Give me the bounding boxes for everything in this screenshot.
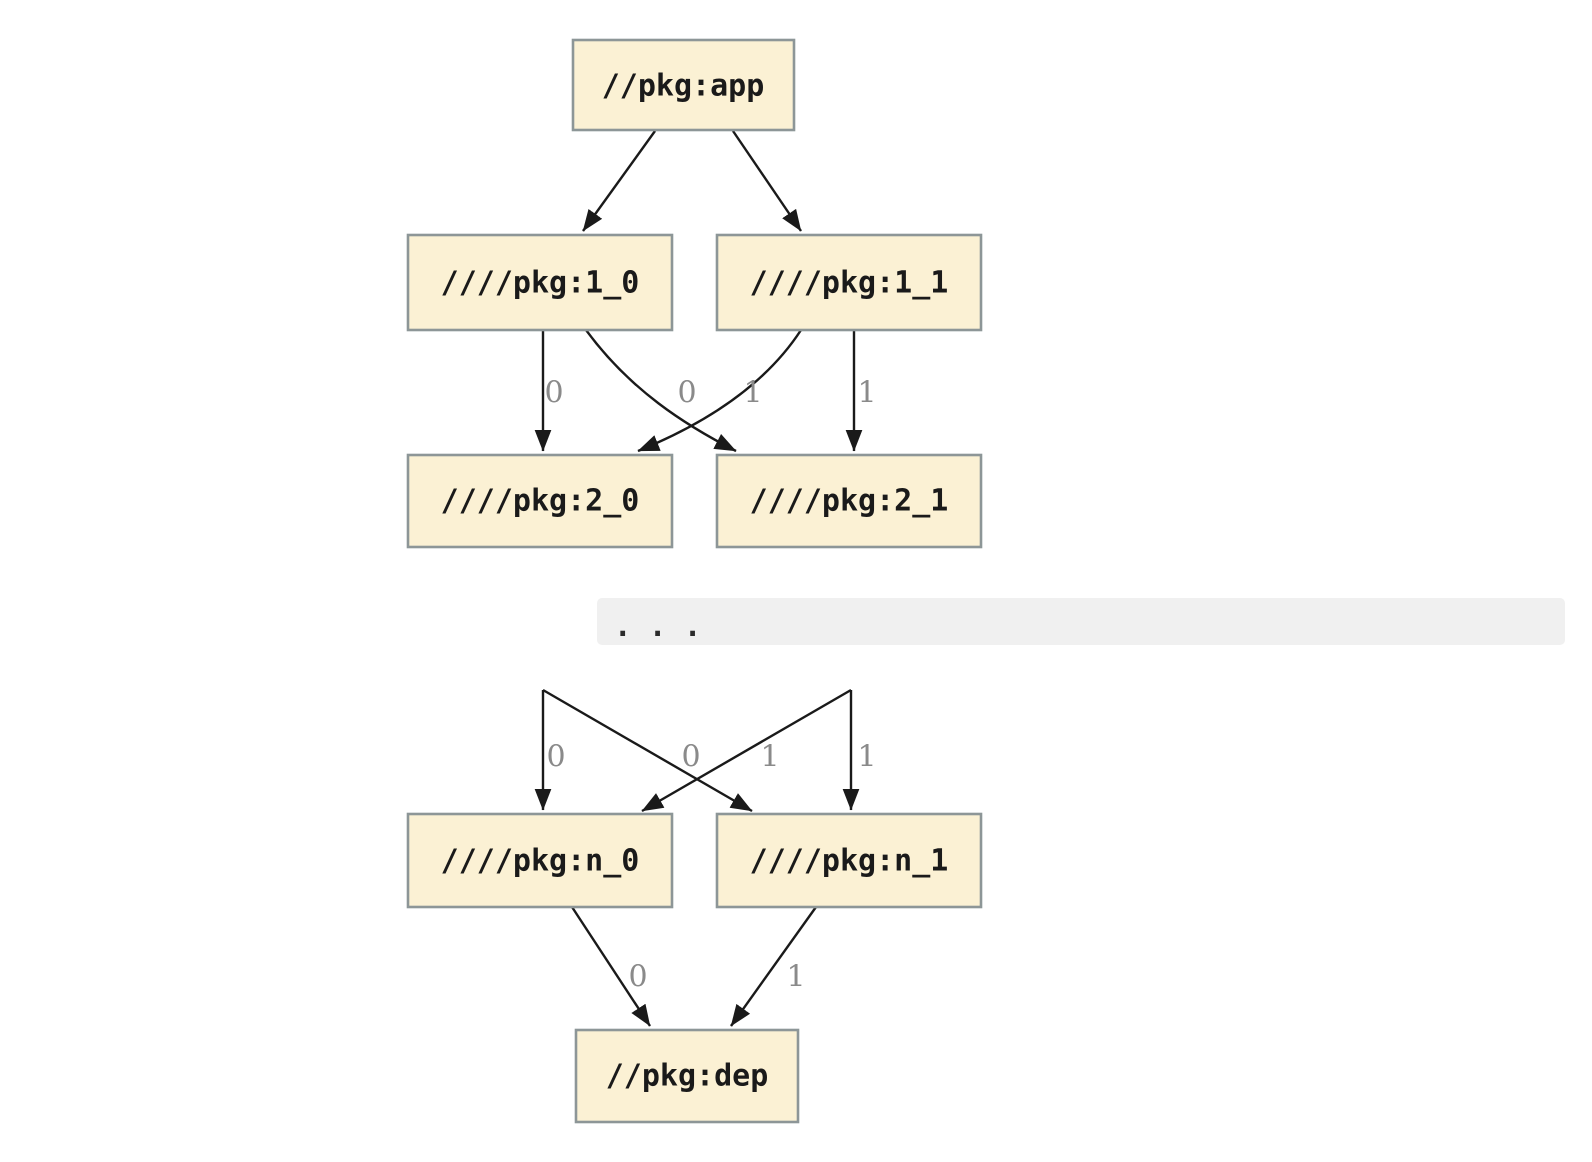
ellipsis-band-box	[597, 598, 1565, 645]
edge-app-to-1_1	[732, 130, 802, 232]
node-dep-label: //pkg:dep	[606, 1059, 769, 1094]
node-dep-box	[574, 1028, 800, 1124]
edge-label: 0	[677, 376, 696, 411]
edge-label: 0	[544, 376, 563, 411]
node-2_0-box	[406, 453, 674, 549]
edge-1_1-to-2_0	[637, 329, 803, 453]
ellipsis-band: . . .	[597, 598, 1565, 645]
edge-label: 1	[857, 376, 876, 411]
node-n_0-label: ////pkg:n_0	[441, 844, 640, 879]
node-app: //pkg:app	[571, 38, 796, 132]
edge-label: 0	[546, 740, 565, 775]
node-n_0: ////pkg:n_0	[406, 812, 674, 909]
node-dep: //pkg:dep	[574, 1028, 800, 1124]
node-2_1-box	[715, 453, 983, 549]
edge-label: 1	[786, 960, 805, 995]
node-2_1-label: ////pkg:2_1	[750, 484, 949, 519]
edge-n_1-to-dep	[730, 906, 817, 1027]
node-app-label: //pkg:app	[602, 69, 765, 104]
edge-label: 0	[681, 740, 700, 775]
edge-layer	[534, 130, 863, 1027]
node-1_0: ////pkg:1_0	[406, 233, 674, 332]
node-layer: //pkg:app ////pkg:1_0 ////pkg:1_1 ////pk…	[406, 38, 983, 1124]
node-n_1-label: ////pkg:n_1	[750, 844, 949, 879]
node-app-box	[571, 38, 796, 132]
node-2_0: ////pkg:2_0	[406, 453, 674, 549]
node-n_1-box	[715, 812, 983, 909]
node-n_1: ////pkg:n_1	[715, 812, 983, 909]
edge-label: 1	[857, 740, 876, 775]
edge-cross-to-n_1	[542, 688, 753, 813]
edge-n_0-to-dep	[570, 906, 652, 1027]
edge-cross-to-n_0	[641, 688, 852, 813]
node-1_0-label: ////pkg:1_0	[441, 266, 640, 301]
node-n_0-box	[406, 812, 674, 909]
node-1_1-box	[715, 233, 983, 332]
node-1_1-label: ////pkg:1_1	[750, 266, 949, 301]
edge-label: 1	[760, 740, 779, 775]
node-1_1: ////pkg:1_1	[715, 233, 983, 332]
edge-1_0-to-2_1	[585, 329, 737, 453]
node-2_1: ////pkg:2_1	[715, 453, 983, 549]
edge-label: 1	[743, 376, 762, 411]
edge-label-layer: 0 0 1 1 0 0 1 1 0 1	[544, 376, 876, 995]
edge-app-to-1_0	[582, 130, 656, 232]
ellipsis-text: . . .	[614, 609, 701, 643]
node-1_0-box	[406, 233, 674, 332]
edge-label: 0	[628, 960, 647, 995]
node-2_0-label: ////pkg:2_0	[441, 484, 640, 519]
